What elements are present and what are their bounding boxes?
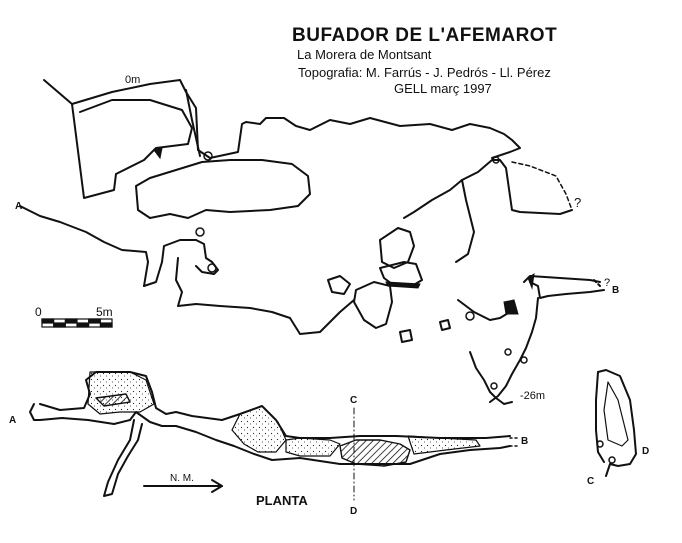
- section-descent-to-bottom: [457, 297, 539, 405]
- survey-credits: Topografia: M. Farrús - J. Pedrós - Ll. …: [298, 65, 551, 80]
- plan-hatched-block: [95, 393, 411, 467]
- section-passage-b: [523, 275, 605, 299]
- survey-title: BUFADOR DE L'AFEMAROT: [292, 25, 558, 46]
- plan-view-label: PLANTA: [256, 493, 308, 508]
- section-black-boulders: [153, 147, 535, 315]
- section-entrance-block: [71, 99, 193, 199]
- question-mark-1: ?: [574, 195, 582, 210]
- section-lower-wall-left: [19, 205, 197, 287]
- plan-point-d: D: [350, 506, 358, 517]
- section-small-stones: [195, 151, 616, 464]
- plan-stippled-fill-1: [87, 371, 481, 457]
- section-upper-ceiling: [209, 117, 521, 159]
- depth-bottom-label: -26m: [520, 390, 546, 402]
- section-inner-block: [135, 159, 311, 219]
- magnetic-north-arrow-icon: [143, 479, 223, 493]
- plan-point-b: B: [521, 436, 529, 447]
- cross-section-cd: [595, 369, 637, 477]
- scale-bar: [41, 318, 113, 328]
- section-entrance-upper-wall: [43, 79, 211, 159]
- section-point-b: B: [612, 285, 620, 296]
- plan-point-c: C: [350, 395, 358, 406]
- section-right-wall: [403, 159, 573, 263]
- location-text: La Morera de Montsant: [297, 47, 432, 62]
- section-dashed-passage: [511, 161, 573, 211]
- club-date: GELL març 1997: [394, 81, 492, 96]
- cross-point-c: C: [587, 476, 595, 487]
- depth-top-label: 0m: [125, 74, 141, 86]
- cross-point-d: D: [642, 446, 650, 457]
- plan-side-branch: [103, 419, 143, 497]
- plan-dashed-end: [509, 437, 519, 447]
- section-middle-boulders: [327, 227, 451, 343]
- section-pit-and-floor: [175, 239, 355, 335]
- plan-outline: [29, 371, 511, 465]
- scale-end-label: 5m: [96, 305, 113, 319]
- scale-start-label: 0: [35, 305, 42, 319]
- magnetic-north-label: N. M.: [170, 473, 194, 484]
- question-mark-2: ?: [604, 277, 611, 289]
- plan-point-a: A: [9, 415, 17, 426]
- section-point-a: A: [15, 201, 23, 212]
